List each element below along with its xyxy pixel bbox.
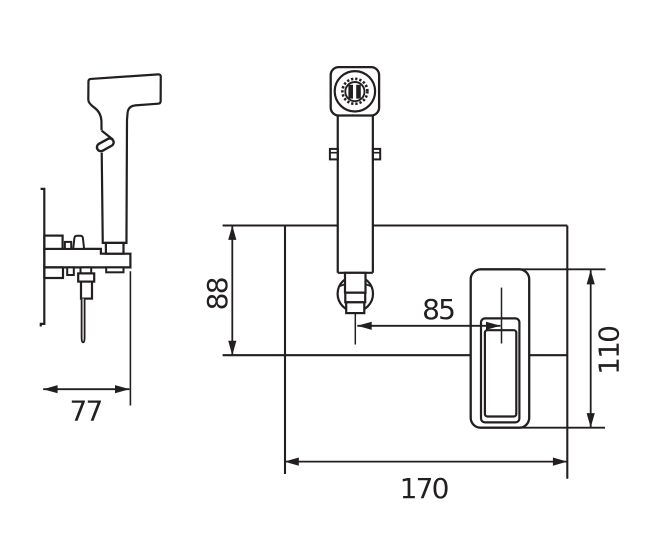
nozzle-bar-left xyxy=(348,84,353,99)
concealed-box xyxy=(222,224,569,479)
dimension-77: 77 xyxy=(43,271,132,428)
dimension-110-arrow-bottom xyxy=(586,413,595,428)
bracket-lower-block xyxy=(43,266,65,280)
dimension-170-arrow-left xyxy=(284,457,299,466)
dimension-170-arrow-right xyxy=(552,457,568,466)
hose-nut-mid xyxy=(344,291,367,304)
sprayer-handle-front xyxy=(336,115,374,274)
nozzle-dotted-ring xyxy=(341,77,369,106)
sprayer-head-side xyxy=(87,73,162,244)
front-view: 85 88 110 xyxy=(201,65,626,505)
sprayer-front xyxy=(328,65,382,345)
dimension-85-label: 85 xyxy=(422,293,454,326)
outlet-nut xyxy=(77,272,96,283)
hose-neck xyxy=(343,271,367,294)
nozzle-bar-right xyxy=(356,84,361,99)
dimension-77-arrow-right xyxy=(115,385,130,394)
dimension-85-arrow-right xyxy=(486,321,501,330)
holder-plate xyxy=(469,268,531,429)
dimension-85-arrow-left xyxy=(357,321,372,330)
bracket-knob xyxy=(72,234,86,250)
outlet-rod xyxy=(80,298,86,344)
dimension-88-arrow-bottom xyxy=(228,340,237,356)
trigger-lever xyxy=(95,137,115,153)
dimension-88: 88 xyxy=(201,225,237,356)
dimension-110-label: 110 xyxy=(593,327,626,375)
dimension-77-arrow-left xyxy=(43,385,58,394)
dimension-170: 170 xyxy=(284,457,568,505)
dimension-88-arrow-top xyxy=(228,225,237,240)
dimension-110: 110 xyxy=(519,268,626,429)
dimension-170-label: 170 xyxy=(400,472,448,505)
bracket-right-tab xyxy=(105,266,125,274)
dimension-77-label: 77 xyxy=(69,395,101,428)
hose-nut-lower xyxy=(345,301,366,315)
sprayer-inlet xyxy=(104,241,125,255)
dimension-88-label: 88 xyxy=(201,278,234,310)
holder-cup-inner xyxy=(483,329,518,418)
nozzle-inner-ring xyxy=(344,81,366,103)
outlet-body xyxy=(79,280,94,300)
bracket-upper-block xyxy=(43,234,64,251)
bracket-lower-step xyxy=(66,266,75,276)
side-view: 77 xyxy=(39,73,162,428)
dimension-110-arrow-top xyxy=(586,270,595,285)
hanger-lug-right xyxy=(371,147,382,161)
dimension-85: 85 xyxy=(357,293,501,330)
bracket-upper-step xyxy=(63,240,73,250)
